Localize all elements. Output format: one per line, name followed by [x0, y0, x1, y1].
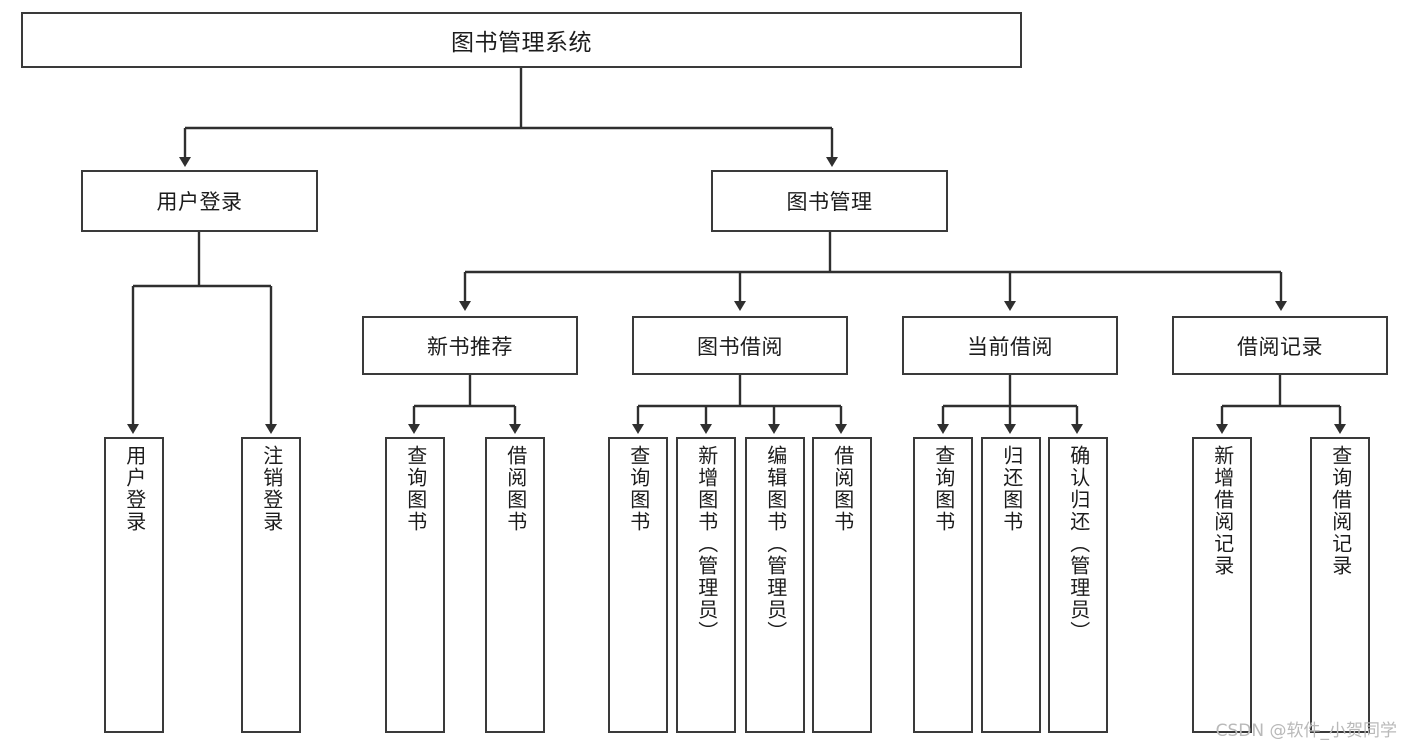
leaf-book-borrow-borrow-book[interactable]: 借阅图书 — [812, 437, 872, 733]
leaf-user-login-login[interactable]: 用户登录 — [104, 437, 164, 733]
node-label: 图书管理系统 — [451, 30, 592, 56]
leaf-borrow-record-query-record[interactable]: 查询借阅记录 — [1310, 437, 1370, 733]
leaf-new-book-query-book[interactable]: 查询图书 — [385, 437, 445, 733]
node-label: 借阅记录 — [1237, 334, 1323, 359]
csdn-watermark: CSDN @软件_小贺同学 — [1215, 721, 1397, 741]
leaf-new-book-borrow-book[interactable]: 借阅图书 — [485, 437, 545, 733]
node-borrow-record[interactable]: 借阅记录 — [1172, 316, 1388, 375]
node-label: 查询借阅记录 — [1328, 445, 1353, 577]
node-label: 借阅图书 — [830, 445, 855, 533]
node-user-login[interactable]: 用户登录 — [81, 170, 318, 232]
leaf-borrow-record-add-record[interactable]: 新增借阅记录 — [1192, 437, 1252, 733]
node-label: 新增图书（管理员） — [694, 445, 719, 643]
node-label: 查询图书 — [931, 445, 956, 533]
leaf-current-borrow-return-book[interactable]: 归还图书 — [981, 437, 1041, 733]
node-book-management[interactable]: 图书管理 — [711, 170, 948, 232]
node-label: 归还图书 — [999, 445, 1024, 533]
node-label: 借阅图书 — [503, 445, 528, 533]
node-root-book-management-system[interactable]: 图书管理系统 — [21, 12, 1022, 68]
node-label: 确认归还（管理员） — [1066, 445, 1091, 643]
node-label: 新书推荐 — [427, 334, 513, 359]
leaf-book-borrow-add-book-admin[interactable]: 新增图书（管理员） — [676, 437, 736, 733]
leaf-current-borrow-confirm-return-admin[interactable]: 确认归还（管理员） — [1048, 437, 1108, 733]
leaf-user-login-logout[interactable]: 注销登录 — [241, 437, 301, 733]
leaf-book-borrow-edit-book-admin[interactable]: 编辑图书（管理员） — [745, 437, 805, 733]
leaf-current-borrow-query-book[interactable]: 查询图书 — [913, 437, 973, 733]
node-label: 查询图书 — [626, 445, 651, 533]
node-current-borrow[interactable]: 当前借阅 — [902, 316, 1118, 375]
node-label: 新增借阅记录 — [1210, 445, 1235, 577]
node-new-book-recommend[interactable]: 新书推荐 — [362, 316, 578, 375]
node-label: 图书管理 — [786, 190, 873, 214]
node-label: 注销登录 — [259, 445, 284, 533]
node-label: 编辑图书（管理员） — [763, 445, 788, 643]
node-label: 当前借阅 — [967, 334, 1053, 359]
node-label: 查询图书 — [403, 445, 428, 533]
node-label: 图书借阅 — [697, 334, 783, 359]
node-label: 用户登录 — [122, 445, 147, 533]
node-label: 用户登录 — [156, 190, 243, 214]
leaf-book-borrow-query-book[interactable]: 查询图书 — [608, 437, 668, 733]
node-book-borrow[interactable]: 图书借阅 — [632, 316, 848, 375]
